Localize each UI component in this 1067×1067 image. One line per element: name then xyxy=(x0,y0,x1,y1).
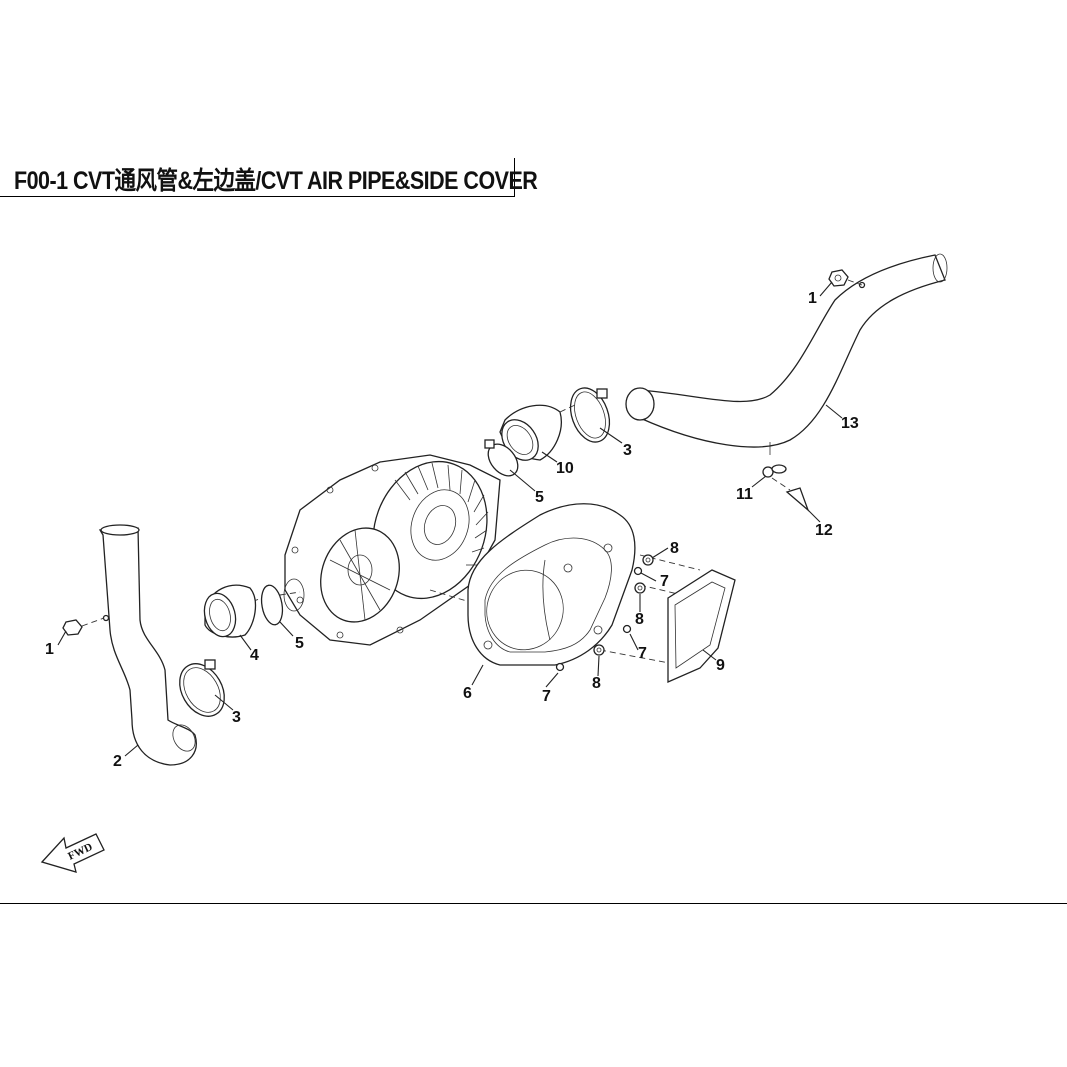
callout-8-a: 8 xyxy=(670,540,679,557)
callout-11: 11 xyxy=(736,486,753,503)
callout-leaders xyxy=(57,281,843,757)
callout-4: 4 xyxy=(250,647,259,664)
part-8-washer-a xyxy=(642,554,654,566)
part-2-lower-air-pipe xyxy=(98,524,197,766)
callout-7-a: 7 xyxy=(542,688,551,705)
callout-13: 13 xyxy=(841,415,859,432)
callout-7-b: 7 xyxy=(638,645,647,662)
callout-10: 10 xyxy=(556,460,574,477)
part-3-clamp-left xyxy=(179,659,225,717)
diagram-title: F00-1 CVT通风管&左边盖/CVT AIR PIPE&SIDE COVER xyxy=(14,167,538,195)
callout-3-left: 3 xyxy=(232,709,241,726)
callout-8-c: 8 xyxy=(592,675,601,692)
title-box: F00-1 CVT通风管&左边盖/CVT AIR PIPE&SIDE COVER xyxy=(0,158,538,197)
part-1-nut-left xyxy=(62,617,105,636)
callout-labels: 1 1 2 3 3 4 5 5 6 7 7 7 8 8 8 9 10 11 12… xyxy=(45,290,859,770)
part-7-bolt-a xyxy=(633,566,643,576)
callout-1-left: 1 xyxy=(45,641,54,658)
fwd-arrow-icon: FWD xyxy=(40,833,105,873)
callout-12: 12 xyxy=(815,522,833,539)
part-9-intake-cover xyxy=(667,569,736,683)
part-8-washer-c xyxy=(593,644,605,656)
callout-5-left: 5 xyxy=(295,635,304,652)
callout-6: 6 xyxy=(463,685,472,702)
part-11-clamp xyxy=(762,464,787,478)
callout-5-top: 5 xyxy=(535,489,544,506)
callout-7-c: 7 xyxy=(660,573,669,590)
callout-9: 9 xyxy=(716,657,725,674)
cvt-housing xyxy=(284,454,501,646)
part-1-nut-top xyxy=(828,269,863,287)
part-4-inlet-boot xyxy=(203,584,257,638)
bottom-divider xyxy=(0,903,1067,904)
callout-2: 2 xyxy=(113,753,122,770)
callout-1-top: 1 xyxy=(808,290,817,307)
part-12-drain-valve xyxy=(771,477,810,513)
part-5-clamp-left xyxy=(260,578,305,626)
part-6-side-cover xyxy=(467,503,636,666)
part-3-clamp-top xyxy=(569,387,611,443)
part-8-washer-b xyxy=(634,582,646,594)
callout-8-b: 8 xyxy=(635,611,644,628)
part-7-bolt-b xyxy=(622,624,632,634)
part-7-bolt-c xyxy=(555,662,565,672)
callout-3-top: 3 xyxy=(623,442,632,459)
part-13-upper-air-pipe xyxy=(625,253,948,455)
